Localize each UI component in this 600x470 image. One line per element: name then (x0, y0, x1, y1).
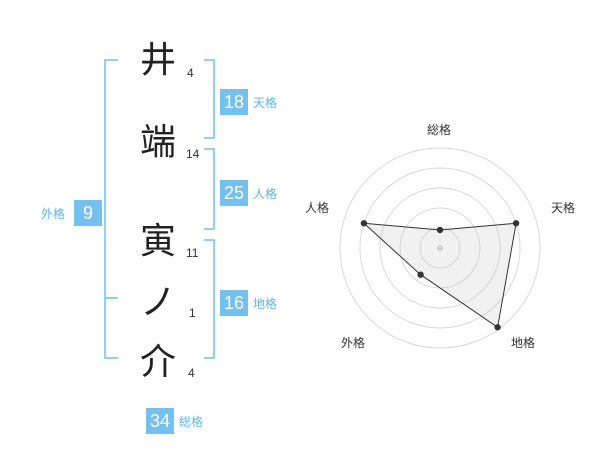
stroke-count-2: 14 (186, 147, 200, 161)
chikaku-value: 16 (220, 290, 248, 316)
radar-label-gaikaku: 外格 (341, 336, 366, 350)
name-char-3: 寅 (139, 221, 176, 262)
name-char-5: 介 (139, 342, 176, 383)
radar-label-chikaku: 地格 (511, 336, 536, 350)
stroke-count-5: 4 (188, 366, 195, 380)
stroke-count-3: 11 (186, 246, 199, 260)
soukaku-value: 34 (146, 408, 174, 434)
radar-label-soukaku: 総格 (427, 123, 452, 137)
stroke-count-1: 4 (187, 66, 194, 80)
radar-ring (339, 147, 541, 349)
gaikaku-label: 外格 (41, 207, 66, 221)
soukaku-label: 総格 (179, 415, 204, 429)
jinkaku-label: 人格 (253, 187, 278, 201)
name-char-4: ノ (139, 282, 176, 323)
tenkaku-value: 18 (220, 89, 248, 115)
chikaku-label: 地格 (253, 297, 278, 311)
radar-point-2 (512, 220, 520, 227)
radar-point-5 (360, 220, 368, 227)
gaikaku-value: 9 (74, 200, 102, 226)
radar-point-1 (436, 226, 444, 234)
radar-label-tenkaku: 天格 (551, 201, 576, 215)
radar-point-3 (494, 324, 501, 331)
tenkaku-label: 天格 (253, 96, 278, 110)
radar-ring (379, 187, 501, 309)
name-char-2: 端 (139, 122, 176, 163)
radar-ring (359, 167, 521, 329)
radar-area (362, 222, 517, 329)
radar-center (437, 245, 443, 251)
radar-label-jinkaku: 人格 (305, 201, 330, 215)
stroke-count-4: 1 (189, 306, 196, 320)
name-char-1: 井 (139, 40, 176, 81)
jinkaku-value: 25 (220, 180, 248, 206)
radar-point-4 (417, 271, 424, 278)
